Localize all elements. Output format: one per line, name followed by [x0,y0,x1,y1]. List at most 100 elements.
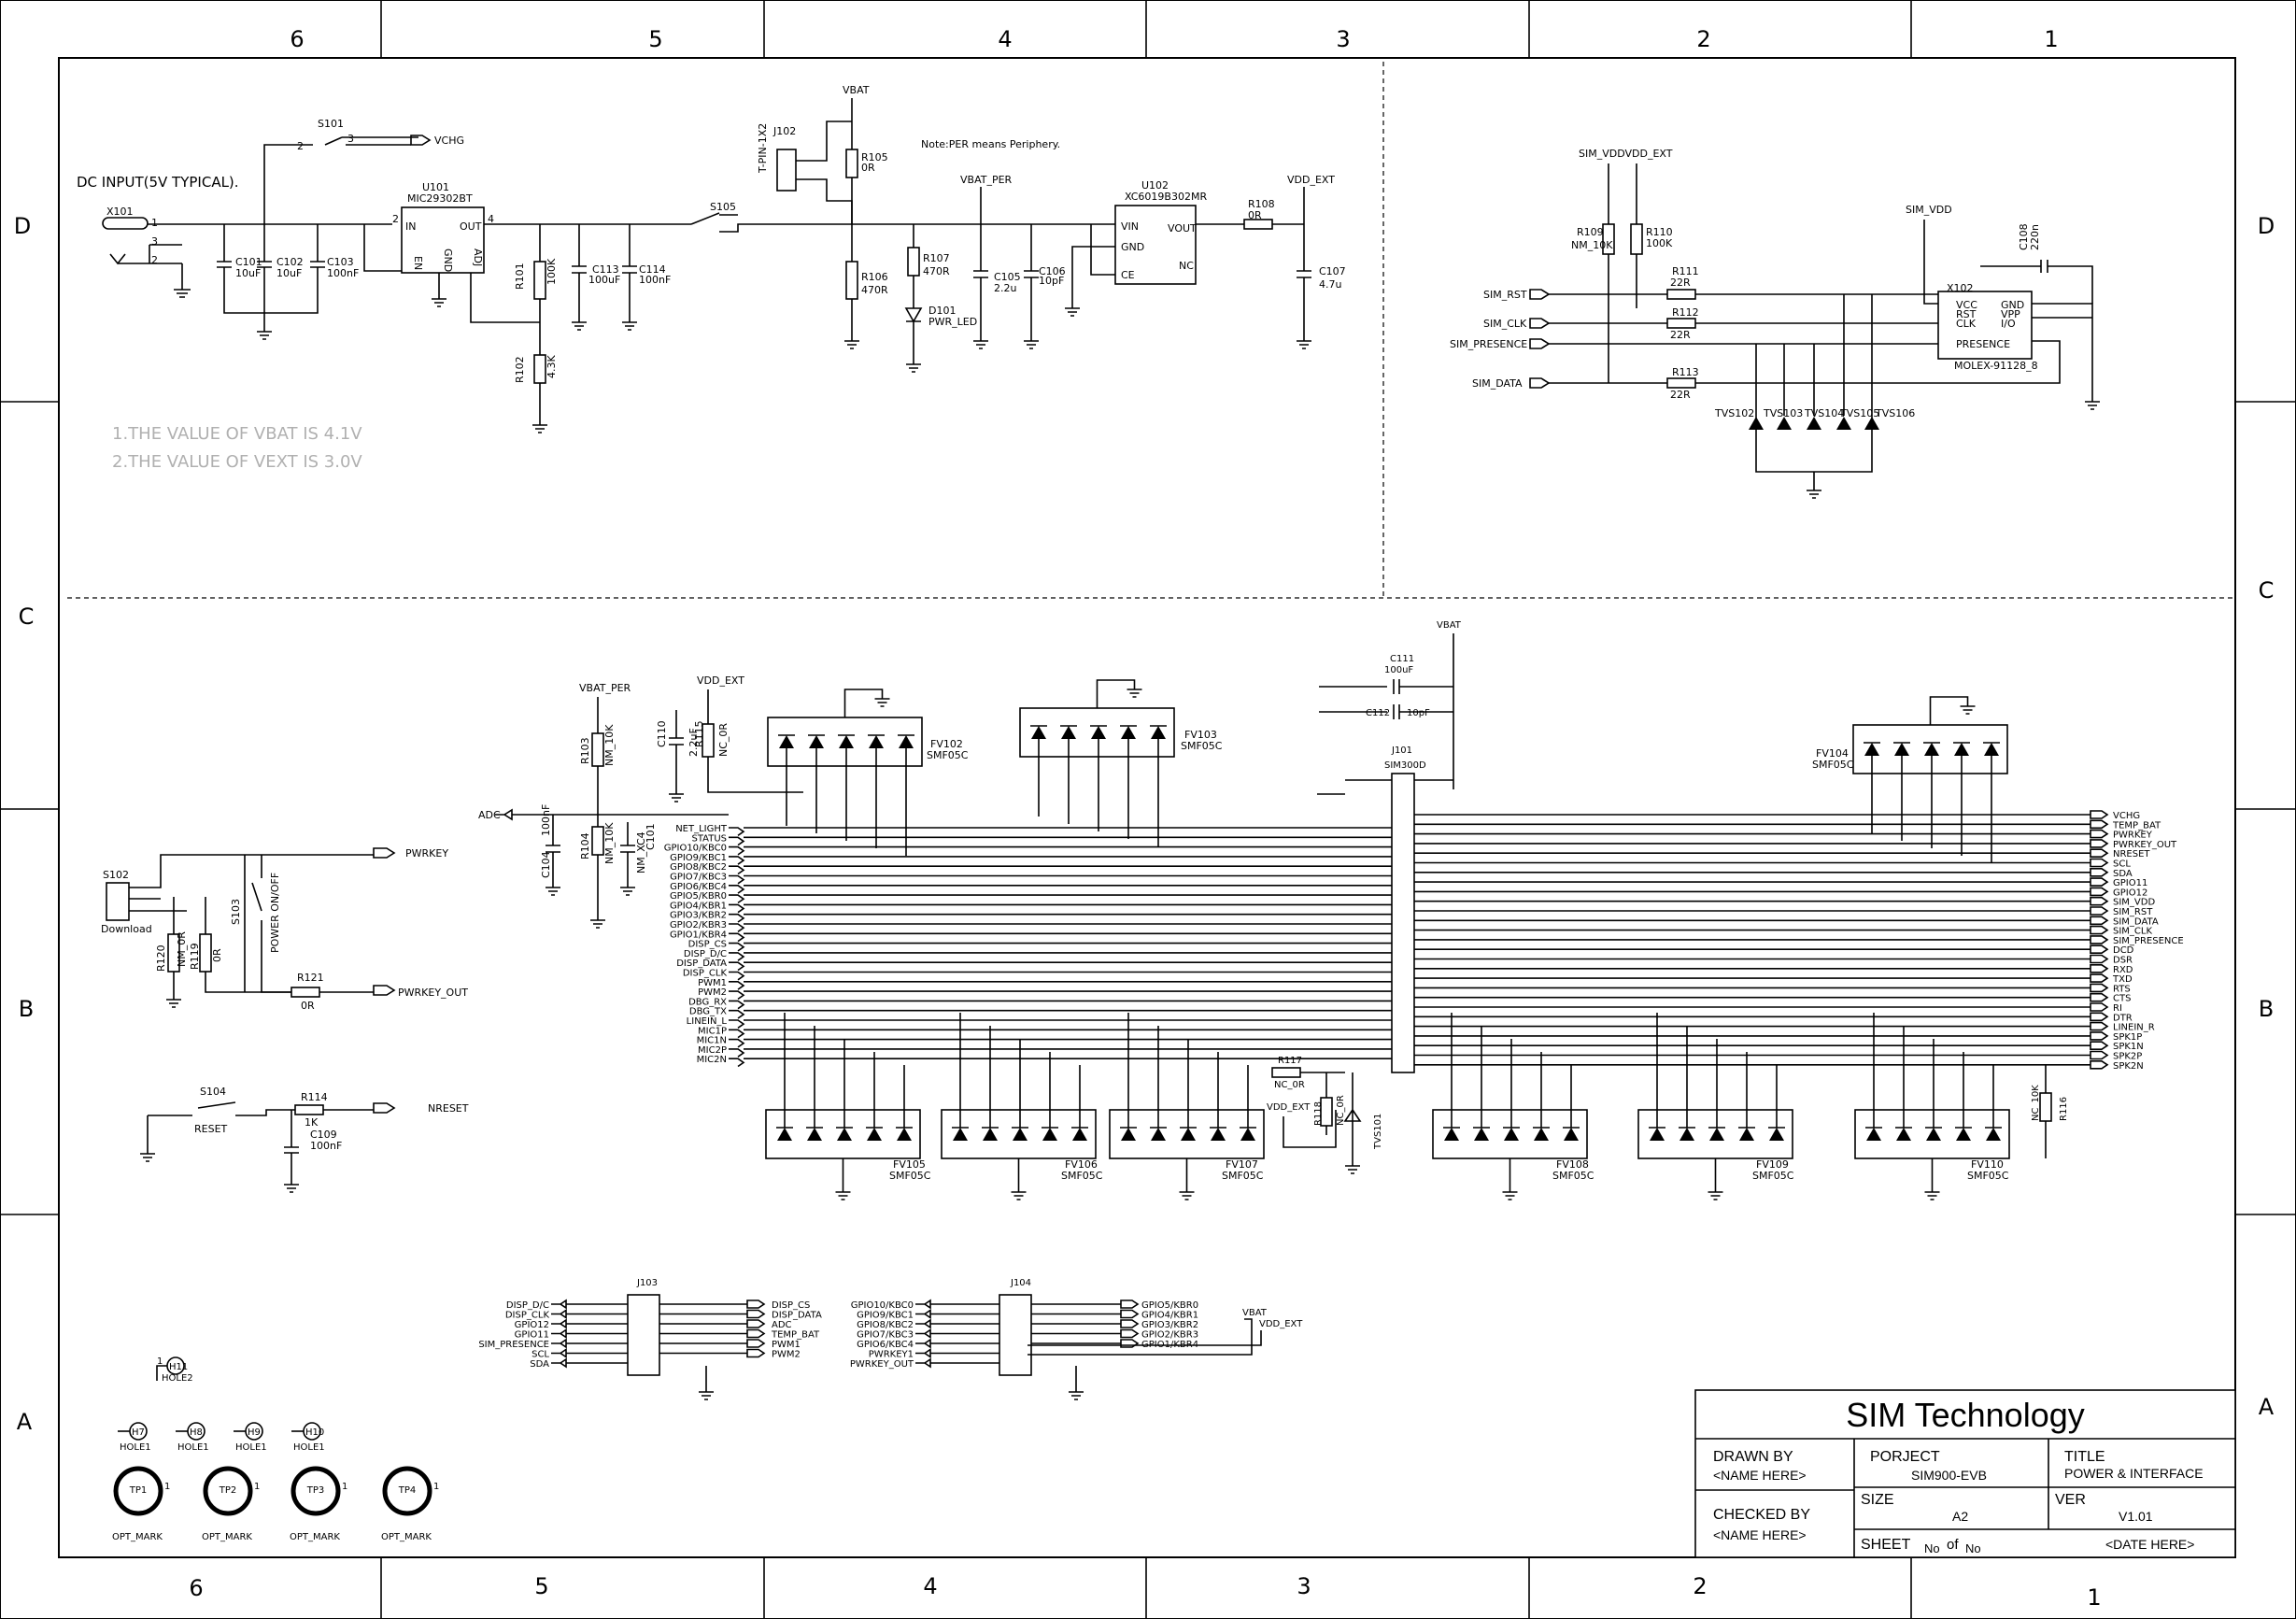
j101-left-pin-label: DBG_TX [689,1007,727,1017]
j101-left-port [729,894,745,904]
j101-right-port [2090,1050,2109,1060]
svg-text:R117: R117 [1278,1056,1302,1066]
svg-text:PWRKEY: PWRKEY [405,847,448,859]
j101-right-pin-label: SIM_RST [2113,907,2153,917]
svg-text:C112: C112 [1366,708,1390,718]
svg-text:22R: 22R [1670,277,1691,289]
svg-text:220n: 220n [2029,224,2041,250]
svg-text:1: 1 [433,1482,439,1492]
svg-text:R116: R116 [2059,1097,2069,1121]
svg-text:POWER ON/OFF: POWER ON/OFF [269,873,281,953]
hole-type: HOLE1 [235,1442,267,1453]
j104-left-label: GPIO10/KBC0 [851,1300,914,1311]
svg-text:TVS103: TVS103 [1763,407,1803,419]
svg-text:SIM300D: SIM300D [1384,760,1426,771]
svg-text:S101: S101 [318,118,344,130]
j101-right-port [2090,887,2109,897]
svg-text:U101: U101 [422,181,449,193]
j101-right-pin-label: VCHG [2113,811,2140,821]
svg-text:100uF: 100uF [588,274,620,286]
j104-right-label: GPIO3/KBR2 [1141,1320,1198,1330]
j101-right-pin-label: SDA [2113,869,2133,879]
svg-text:NC: NC [1179,260,1194,272]
svg-text:SIM_CLK: SIM_CLK [1483,318,1527,330]
svg-text:10pF: 10pF [1407,708,1430,718]
tvs-diode [1866,1128,1881,1141]
vbat-value-note: 1.THE VALUE OF VBAT IS 4.1V [112,424,362,444]
company-name: SIM Technology [1846,1396,2084,1434]
hole-type: HOLE1 [293,1442,325,1453]
j101-right-port [2090,925,2109,935]
tvs-diode [1013,1128,1028,1141]
svg-text:X101: X101 [106,206,134,218]
tvs-diode [1769,1128,1784,1141]
j103-right-label: PWM1 [772,1340,801,1350]
svg-text:100K: 100K [546,258,558,285]
j101-right-port [2090,1002,2109,1012]
tvs-array-ref: FV107 [1226,1158,1258,1171]
j101-left-pin-label: GPIO2/KBR3 [670,920,727,930]
svg-text:100nF: 100nF [327,267,359,279]
hole-ref: H9 [248,1427,261,1438]
j101-right-port [2090,868,2109,877]
power-supply-section: DC INPUT(5V TYPICAL). X101 321 S101 23 V… [77,84,1346,472]
svg-text:NM_10K: NM_10K [1571,239,1613,251]
j101-right-pin-label: SIM_CLK [2113,927,2152,937]
svg-text:EN: EN [412,256,424,270]
svg-text:470R: 470R [861,284,888,296]
zone-top-1: 1 [2044,26,2058,52]
size-label: SIZE [1861,1492,1894,1508]
j101-left-pin-label: GPIO4/KBR1 [670,901,727,911]
svg-text:470R: 470R [923,265,950,277]
j101-left-port [729,874,745,885]
j101-right-port [2090,896,2109,906]
svg-text:1K: 1K [305,1116,319,1129]
tvs-array-part: SMF05C [1222,1170,1264,1182]
j101-left-pin-label: PWM2 [698,987,727,998]
tvs-diode [1924,743,1939,756]
j104-left-label: GPIO9/KBC1 [857,1311,914,1321]
svg-text:D101: D101 [928,305,956,317]
svg-text:XC6019B302MR: XC6019B302MR [1125,191,1207,203]
j101-left-pin-label: GPIO10/KBC0 [664,844,727,854]
tvs-array-part: SMF05C [1061,1170,1103,1182]
j101-right-pin-label: PWRKEY_OUT [2113,840,2177,850]
title-label: TITLE [2064,1449,2105,1465]
j101-left-pin-label: GPIO5/KBR0 [670,891,727,902]
svg-text:3: 3 [151,235,158,248]
svg-text:OUT: OUT [460,220,482,233]
zone-left-C: C [19,604,35,630]
svg-text:S104: S104 [200,1086,226,1098]
j103-left-label: SIM_PRESENCE [478,1340,549,1350]
tvs-array-ref: FV103 [1184,729,1217,741]
tvs-array-part: SMF05C [927,749,969,761]
svg-text:R105: R105 [861,151,888,163]
svg-text:C104: C104 [540,851,552,878]
j101-left-pin-label: MIC2P [698,1045,727,1056]
zone-right-A: A [2259,1394,2275,1420]
j101-left-pin-label: GPIO3/KBR2 [670,911,727,921]
svg-text:T-PIN-1X2: T-PIN-1X2 [757,123,769,174]
svg-text:TVS102: TVS102 [1714,407,1754,419]
svg-text:NC_0R: NC_0R [717,723,730,757]
svg-text:10pF: 10pF [1039,275,1064,287]
tvs-diode [777,1128,792,1141]
svg-text:H11: H11 [169,1362,188,1372]
svg-text:R112: R112 [1672,306,1699,319]
svg-text:TVS104: TVS104 [1804,407,1844,419]
tvs-diode [1031,726,1046,739]
j101-left-pin-label: STATUS [691,833,727,844]
svg-text:4: 4 [488,213,494,225]
j101-right-pin-label: SIM_VDD [2113,898,2155,908]
j101-right-port [2090,829,2109,839]
svg-text:R107: R107 [923,252,950,264]
j101-left-port [729,952,745,961]
j101-right-pin-label: NRESET [2113,849,2150,859]
zone-top-6: 6 [290,26,304,52]
svg-text:VBAT: VBAT [1242,1308,1268,1318]
j101-right-port [2090,819,2109,830]
zone-top-4: 4 [998,26,1012,52]
hole-ref: H7 [132,1427,145,1438]
svg-text:R115: R115 [693,720,705,747]
